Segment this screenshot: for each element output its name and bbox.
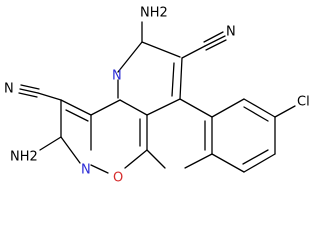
bond — [141, 41, 181, 58]
molecule-structure: NH2 N N N N NH2 O Cl — [4, 6, 310, 186]
amino-label-top: NH2 — [140, 6, 168, 21]
bond — [204, 35, 226, 47]
bond — [90, 99, 121, 116]
bond — [146, 149, 166, 169]
ring-nitrogen-lower: N — [81, 163, 91, 178]
bond — [20, 84, 40, 90]
ring-oxygen: O — [113, 171, 123, 186]
bond — [274, 105, 296, 118]
bond — [90, 164, 109, 174]
bond — [181, 45, 206, 59]
bond — [60, 99, 92, 116]
bond — [179, 57, 183, 100]
bond — [243, 153, 276, 173]
bond — [184, 153, 213, 169]
bond — [171, 62, 175, 97]
chloro-label: Cl — [297, 95, 310, 110]
bond — [117, 41, 143, 73]
bond — [243, 106, 269, 122]
bond — [37, 92, 62, 101]
bond — [19, 88, 39, 94]
bond — [203, 31, 224, 43]
bond — [146, 98, 181, 116]
bond — [39, 136, 62, 151]
bond — [242, 149, 269, 165]
bond — [65, 109, 89, 122]
bond — [18, 92, 38, 98]
bond — [243, 98, 276, 118]
bond — [211, 153, 245, 173]
bond — [211, 98, 245, 118]
bond — [124, 149, 148, 169]
bond — [179, 98, 213, 118]
ring-nitrogen-upper: N — [112, 69, 122, 84]
bond — [60, 136, 81, 164]
amino-label-bottom: NH2 — [10, 150, 38, 165]
bond — [205, 39, 227, 51]
nitrile-n-right: N — [226, 25, 236, 40]
nitrile-n-left: N — [4, 82, 14, 97]
bond — [119, 99, 148, 116]
